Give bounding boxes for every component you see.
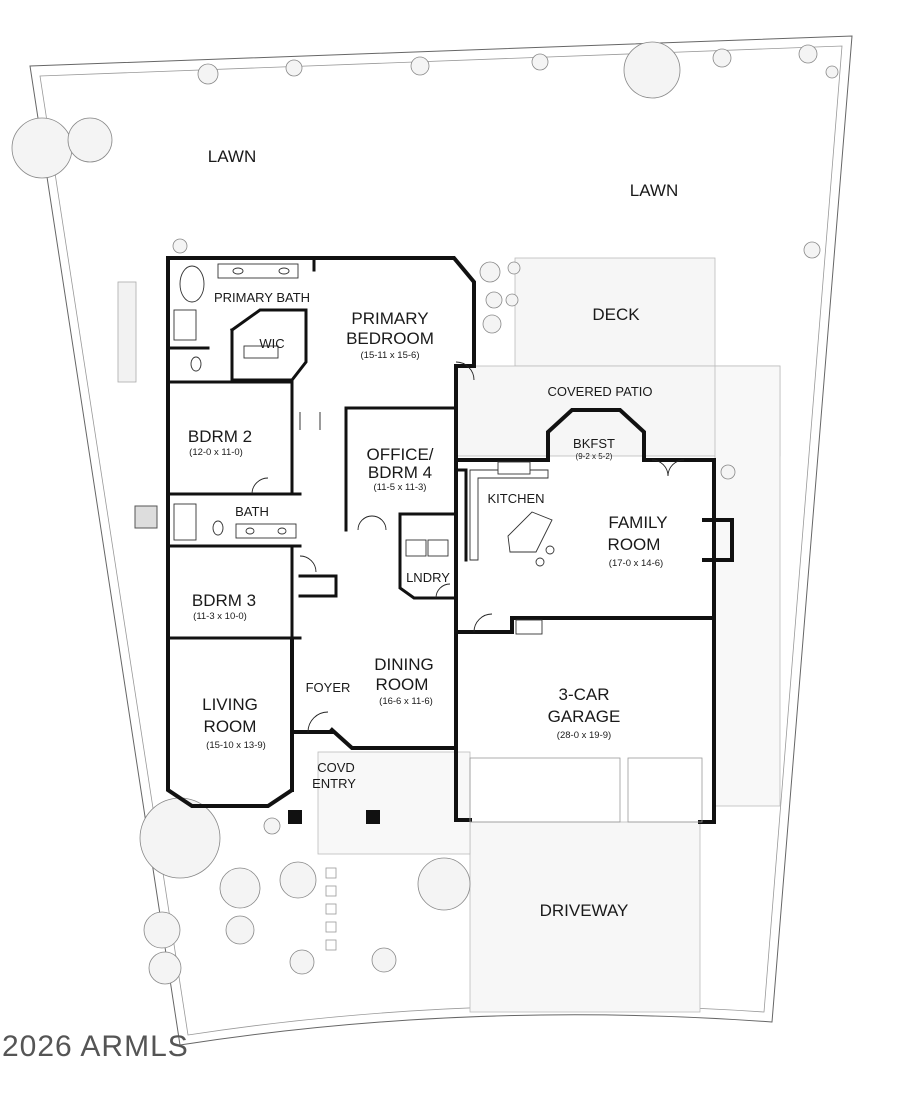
lawn-left-label: LAWN	[208, 147, 257, 166]
foyer-label: FOYER	[306, 680, 351, 695]
dining-room-dims: (16-6 x 11-6)	[379, 696, 433, 707]
garage-doors	[469, 757, 703, 823]
primary-bedroom-dims: (15-11 x 15-6)	[361, 350, 420, 361]
living-room-label-1: LIVING	[202, 695, 258, 714]
bdrm2-label: BDRM 2	[188, 427, 252, 446]
family-room-label-1: FAMILY	[608, 513, 667, 532]
primary-bath-label: PRIMARY BATH	[214, 290, 310, 305]
driveway-label: DRIVEWAY	[540, 901, 629, 920]
room-labels: LAWN LAWN PRIMARY BATH WIC PRIMARY BEDRO…	[188, 147, 678, 920]
covered-patio-label: COVERED PATIO	[548, 384, 653, 399]
primary-bedroom-label-2: BEDROOM	[346, 329, 434, 348]
garage-label-1: 3-CAR	[558, 685, 609, 704]
lawn-right-label: LAWN	[630, 181, 679, 200]
kitchen-label: KITCHEN	[487, 491, 544, 506]
bdrm3-label: BDRM 3	[192, 591, 256, 610]
office-dims: (11-5 x 11-3)	[374, 482, 427, 493]
covd-entry-label-2: ENTRY	[312, 776, 356, 791]
bdrm3-dims: (11-3 x 10-0)	[193, 611, 247, 622]
garage-dims: (28-0 x 19-9)	[557, 730, 611, 741]
exterior-walls	[166, 256, 734, 824]
wic-label: WIC	[259, 336, 284, 351]
dining-room-label-1: DINING	[374, 655, 434, 674]
deck-label: DECK	[592, 305, 640, 324]
bdrm2-dims: (12-0 x 11-0)	[189, 447, 243, 458]
living-room-label-2: ROOM	[204, 717, 257, 736]
stepping-stones	[325, 867, 337, 951]
living-room-dims: (15-10 x 13-9)	[206, 740, 266, 751]
landscaping	[11, 41, 839, 985]
dining-room-label-2: ROOM	[376, 675, 429, 694]
fixtures	[173, 263, 555, 635]
bath-label: BATH	[235, 504, 269, 519]
door-swings	[251, 361, 685, 733]
garage-label-2: GARAGE	[548, 707, 621, 726]
primary-bedroom-label-1: PRIMARY	[351, 309, 428, 328]
family-room-label-2: ROOM	[608, 535, 661, 554]
entry-columns	[288, 810, 380, 824]
covd-entry-label-1: COVD	[317, 760, 355, 775]
office-label-1: OFFICE/	[366, 445, 433, 464]
copyright-watermark: 2026 ARMLS	[2, 1030, 189, 1063]
office-label-2: BDRM 4	[368, 463, 432, 482]
family-room-dims: (17-0 x 14-6)	[609, 558, 663, 569]
lndry-label: LNDRY	[406, 570, 450, 585]
bkfst-dims: (9-2 x 5-2)	[576, 452, 613, 461]
interior-walls	[166, 256, 468, 640]
bkfst-label: BKFST	[573, 436, 615, 451]
